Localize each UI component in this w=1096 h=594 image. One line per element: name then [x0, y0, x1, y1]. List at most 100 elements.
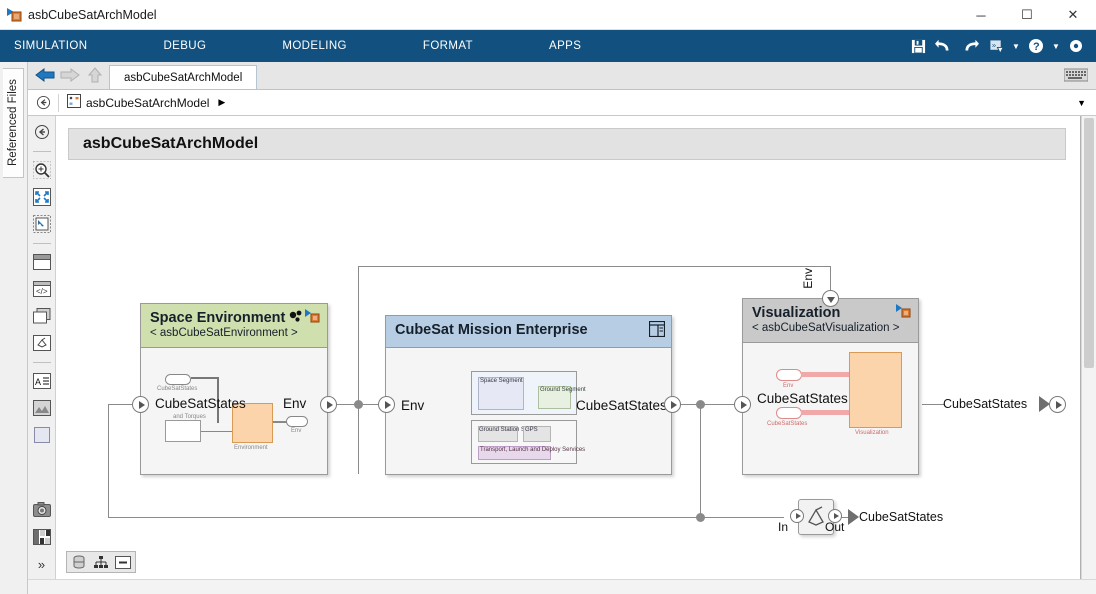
breadcrumb-expand-arrow[interactable]: ▶	[218, 97, 226, 107]
tab-simulation[interactable]: SIMULATION	[0, 30, 102, 62]
vis-inner-oval-states	[776, 407, 802, 419]
run-script-icon[interactable]: »	[984, 33, 1008, 59]
se-inner-block-environment	[232, 403, 273, 443]
canvas-bottom-toolbar	[66, 551, 136, 573]
tab-debug[interactable]: DEBUG	[163, 40, 207, 52]
wire-env-top	[358, 266, 830, 267]
vertical-scrollbar-thumb[interactable]	[1084, 118, 1094, 368]
port-space-environment-in[interactable]	[132, 396, 149, 413]
document-tab[interactable]: asbCubeSatArchModel	[109, 65, 258, 89]
tool-code-component[interactable]: </>	[30, 277, 54, 301]
tool-camera[interactable]	[30, 498, 54, 522]
main-body: Referenced Files asbCubeSatArchModel	[0, 62, 1096, 594]
referenced-files-tab[interactable]: Referenced Files	[3, 68, 24, 178]
variant-component-icon	[289, 310, 304, 329]
cme-inner-transport-services	[478, 446, 551, 460]
left-docking-strip: Referenced Files	[0, 62, 28, 594]
settings-gear-icon[interactable]	[1064, 33, 1088, 59]
se-inner-oval-env	[286, 416, 308, 427]
model-data-icon[interactable]	[69, 553, 89, 571]
adapter-label-in: In	[778, 520, 789, 534]
port-visualization-env-top[interactable]	[822, 290, 839, 307]
port-cme-out[interactable]	[664, 396, 681, 413]
cme-port-label-states: CubeSatStates	[576, 398, 667, 413]
se-inner-label-environment: Environment	[234, 445, 268, 451]
hierarchy-icon[interactable]	[91, 553, 111, 571]
port-adapter-in[interactable]	[790, 509, 804, 523]
tab-format[interactable]: FORMAT	[422, 40, 473, 52]
port-adapter-out[interactable]	[828, 509, 842, 523]
se-inner-label-env: Env	[291, 428, 302, 434]
visualization-header: Visualization < asbCubeSatVisualization …	[743, 299, 918, 343]
junction-env	[354, 400, 363, 409]
visualization-title: Visualization	[752, 305, 841, 321]
port-visualization-in[interactable]	[734, 396, 751, 413]
collapse-icon[interactable]	[113, 553, 133, 571]
architecture-model-icon	[67, 94, 81, 111]
run-script-dropdown-caret[interactable]: ▼	[1012, 41, 1020, 51]
back-arrow-icon[interactable]	[34, 64, 56, 86]
cme-header: CubeSat Mission Enterprise	[386, 316, 671, 348]
port-cme-in[interactable]	[378, 396, 395, 413]
block-cubesat-mission-enterprise[interactable]: CubeSat Mission Enterprise Space Segment…	[385, 315, 672, 475]
junction-states	[696, 400, 705, 409]
port-root-output[interactable]	[1049, 396, 1066, 413]
model-banner: asbCubeSatArchModel	[68, 128, 1066, 160]
tool-adapter[interactable]	[30, 331, 54, 355]
svg-text:A: A	[35, 377, 41, 387]
se-inner-wire-2	[217, 377, 219, 423]
cme-inner-ground-segment-block	[538, 386, 571, 409]
ribbon-tab-bar: SIMULATION DEBUG MODELING FORMAT APPS » …	[0, 30, 1096, 62]
wire-feedback-left	[108, 404, 109, 517]
cme-inner-label-space-segment: Space Segment	[480, 378, 523, 384]
port-space-environment-out[interactable]	[320, 396, 337, 413]
model-reference-icon	[305, 309, 321, 329]
tool-annotation[interactable]: A	[30, 369, 54, 393]
tool-fit-to-view[interactable]	[30, 185, 54, 209]
model-canvas[interactable]: asbCubeSatArchModel	[56, 116, 1081, 579]
keyboard-icon[interactable]	[1062, 66, 1090, 84]
tab-modeling[interactable]: MODELING	[282, 40, 347, 52]
tool-variant-component[interactable]	[30, 304, 54, 328]
terminator-cubesatstates[interactable]	[848, 509, 859, 525]
canvas-tool-palette: </> A	[28, 116, 56, 579]
tool-table[interactable]	[30, 525, 54, 549]
tool-area[interactable]	[30, 423, 54, 447]
block-visualization[interactable]: Visualization < asbCubeSatVisualization …	[742, 298, 919, 475]
se-inner-wire-3	[201, 431, 232, 432]
cme-inner-ground-station-services	[478, 426, 518, 442]
block-space-environment[interactable]: Space Environment < asbCubeSatEnvironmen…	[140, 303, 328, 475]
tool-more[interactable]: »	[37, 556, 46, 572]
cme-inner-label-ground-segment: Ground Segment	[540, 387, 586, 393]
tool-zoom[interactable]	[30, 158, 54, 182]
undo-icon[interactable]	[932, 33, 956, 59]
tool-image[interactable]	[30, 396, 54, 420]
breadcrumb[interactable]: asbCubeSatArchModel ▶	[59, 94, 225, 111]
vis-inner-block-visualization	[849, 352, 902, 428]
horizontal-scrollbar[interactable]	[28, 579, 1096, 594]
se-inner-oval-states	[165, 374, 191, 385]
help-dropdown-caret[interactable]: ▼	[1052, 41, 1060, 51]
window-title: asbCubeSatArchModel	[28, 7, 157, 22]
close-button[interactable]: ✕	[1067, 7, 1079, 22]
redo-icon[interactable]	[958, 33, 982, 59]
visualization-subtitle: < asbCubeSatVisualization >	[752, 322, 900, 334]
maximize-button[interactable]: ☐	[1021, 7, 1033, 22]
chevron-down-icon[interactable]: ▼	[1077, 97, 1086, 108]
minimize-button[interactable]: ─	[976, 7, 986, 23]
document-tab-bar: asbCubeSatArchModel	[28, 62, 1096, 90]
save-icon[interactable]	[906, 33, 930, 59]
tab-apps[interactable]: APPS	[549, 40, 582, 52]
wire-feedback-in	[108, 404, 132, 405]
se-inner-label-torques: and Torques	[173, 414, 206, 420]
space-environment-header: Space Environment < asbCubeSatEnvironmen…	[141, 304, 327, 348]
help-icon[interactable]: ?	[1024, 33, 1048, 59]
breadcrumb-back-icon[interactable]	[28, 90, 58, 116]
breadcrumb-path: asbCubeSatArchModel	[86, 95, 210, 110]
vertical-scrollbar[interactable]	[1081, 116, 1096, 579]
tool-back[interactable]	[30, 120, 54, 144]
se-port-label-env: Env	[283, 396, 307, 411]
tool-component[interactable]	[30, 250, 54, 274]
model-reference-icon	[896, 304, 912, 324]
tool-select-region[interactable]	[30, 212, 54, 236]
